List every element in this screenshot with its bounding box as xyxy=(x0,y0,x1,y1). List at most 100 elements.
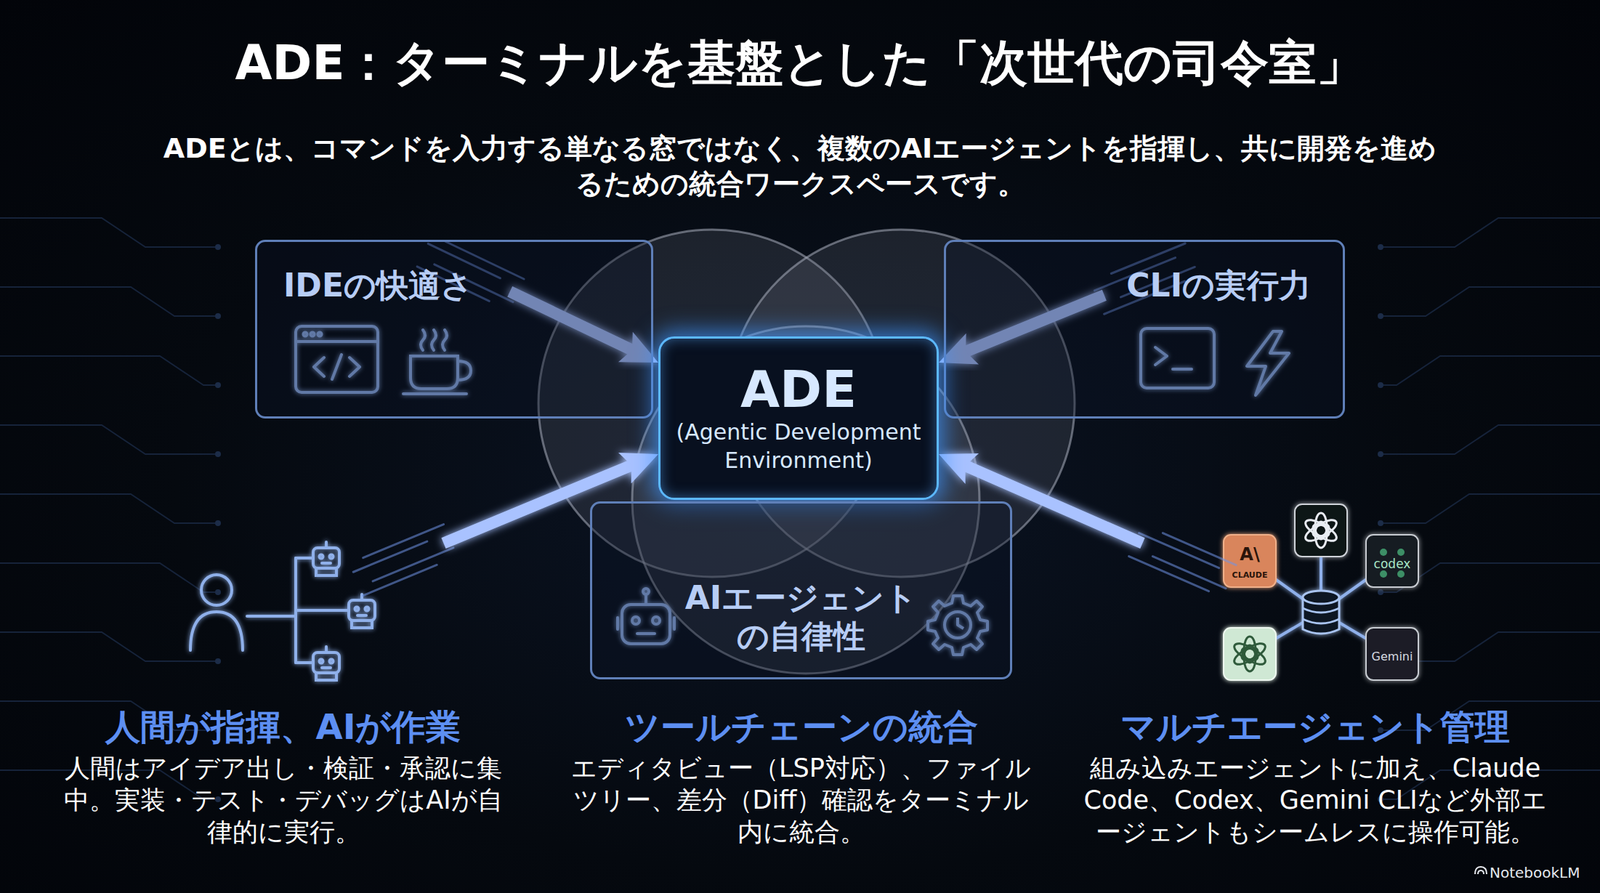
section-heading: ツールチェーンの統合 xyxy=(563,704,1040,749)
agent-cluster-icon xyxy=(1223,504,1419,681)
section-body: 組み込みエージェントに加え、Claude Code、Codex、Gemini C… xyxy=(1079,752,1552,848)
human-ai-icon xyxy=(313,652,340,673)
agent-cluster-icon xyxy=(1302,608,1340,613)
logo-text: CLAUDE xyxy=(1232,570,1268,581)
logo-text: codex xyxy=(1374,555,1412,572)
notebooklm-mark xyxy=(1475,866,1487,875)
circuit-texture xyxy=(1380,425,1600,455)
circuit-texture xyxy=(1377,451,1384,458)
agent-cluster-icon xyxy=(1366,627,1419,681)
human-ai-icon xyxy=(365,607,370,612)
circuit-texture xyxy=(1377,520,1384,527)
circuit-texture xyxy=(0,563,218,593)
section-heading: 人間が指揮、AIが作業 xyxy=(58,704,509,749)
motion-streak xyxy=(1139,533,1220,569)
agent-cluster-icon xyxy=(1366,534,1419,588)
feature-column: ツールチェーンの統合エディタビュー（LSP対応）、ファイルツリー、差分（Diff… xyxy=(559,701,1043,851)
box-subtitle: (Agentic Development Environment) xyxy=(673,417,924,475)
circuit-texture xyxy=(1380,217,1600,248)
human-ai-icon xyxy=(190,611,243,651)
agent-cluster-icon xyxy=(1223,534,1276,588)
human-ai-icon xyxy=(316,568,337,576)
agent-cluster-icon xyxy=(1294,504,1348,557)
human-ai-icon xyxy=(329,659,334,664)
slide-title: ADE：ターミナルを基盤とした「次世代の司令室」 xyxy=(0,30,1600,96)
notebooklm-mark xyxy=(1475,866,1487,875)
human-ai-icon xyxy=(321,666,331,670)
human-ai-icon xyxy=(247,614,296,618)
box-label: ADE xyxy=(740,361,857,418)
human-ai-icon xyxy=(324,542,328,548)
motion-streaks xyxy=(1129,533,1237,592)
subtitle: ADEとは、コマンドを入力する単なる窓ではなく、複数のAIエージェントを指揮し、… xyxy=(160,130,1440,203)
agent-cluster-icon xyxy=(1231,640,1260,664)
human-ai-icon xyxy=(348,600,375,621)
logo-text: Gemini xyxy=(1371,649,1414,665)
circuit-texture xyxy=(0,287,218,317)
circuit-texture xyxy=(1380,356,1600,386)
circuit-texture xyxy=(1377,589,1384,596)
agent-cluster-icon xyxy=(1302,516,1332,540)
agent-cluster-icon xyxy=(1397,570,1405,578)
circuit-texture xyxy=(215,520,221,527)
circuit-texture xyxy=(215,244,221,250)
feature-box: AIエージェントの自律性 xyxy=(590,501,1013,680)
circuit-texture xyxy=(0,217,218,248)
circuit-texture xyxy=(1377,313,1384,319)
human-ai-icon xyxy=(351,620,373,628)
motion-streak xyxy=(1129,556,1210,592)
box-label: CLIの実行力 xyxy=(978,266,1311,306)
agent-cluster-icon xyxy=(1379,548,1388,556)
section-heading: マルチエージェント管理 xyxy=(1079,704,1552,749)
circuit-texture xyxy=(1380,494,1600,524)
motion-streak xyxy=(372,547,454,582)
agent-cluster-icon xyxy=(1223,627,1276,681)
human-ai-icon xyxy=(295,661,313,665)
agent-cluster-icon xyxy=(1397,548,1405,556)
human-ai-icon xyxy=(321,561,331,565)
human-ai-icon xyxy=(329,555,334,559)
human-ai-icon xyxy=(201,574,232,606)
motion-streak xyxy=(1152,556,1226,589)
human-ai-icon xyxy=(295,608,348,612)
agent-cluster-icon xyxy=(1302,619,1340,624)
feature-box: IDEの快適さ xyxy=(255,239,654,419)
circuit-texture xyxy=(1377,244,1384,250)
core-box: ADE(Agentic Development Environment) xyxy=(658,336,939,500)
circuit-texture xyxy=(215,451,221,458)
box-label: IDEの快適さ xyxy=(283,266,625,306)
circuit-texture xyxy=(215,589,221,596)
feature-box: CLIの実行力 xyxy=(943,239,1345,419)
feature-column: 人間が指揮、AIが作業人間はアイデア出し・検証・承認に集中。実装・テスト・デバッ… xyxy=(54,530,513,851)
human-ai-icon xyxy=(316,672,337,681)
agent-cluster-icon xyxy=(1302,590,1340,604)
motion-streak xyxy=(363,524,444,559)
agent-cluster-icon xyxy=(1231,636,1268,672)
motion-streak xyxy=(363,564,438,596)
human-ai-icon xyxy=(295,556,313,560)
human-ai-icon xyxy=(319,659,324,664)
human-ai-icon xyxy=(313,542,340,576)
box-label: AIエージェントの自律性 xyxy=(684,579,919,657)
logo-text: A\ xyxy=(1239,543,1260,567)
section-body: エディタビュー（LSP対応）、ファイルツリー、差分（Diff）確認をターミナル内… xyxy=(568,752,1034,848)
agent-cluster-icon xyxy=(1302,590,1340,634)
human-ai-icon xyxy=(313,547,340,569)
circuit-texture xyxy=(0,356,218,386)
motion-streaks xyxy=(353,524,454,596)
agent-cluster-icon xyxy=(1302,512,1340,548)
human-ai-icon xyxy=(324,646,328,653)
circuit-texture xyxy=(1377,382,1384,389)
circuit-texture xyxy=(215,382,221,389)
human-ai-icon xyxy=(190,542,375,681)
agent-cluster-icon xyxy=(1379,570,1388,578)
human-ai-icon xyxy=(313,646,340,681)
human-ai-icon xyxy=(357,613,367,617)
agent-cluster-icon xyxy=(1231,644,1260,668)
feature-column: マルチエージェント管理組み込みエージェントに加え、Claude Code、Cod… xyxy=(1075,530,1555,851)
motion-streak xyxy=(353,541,428,572)
human-ai-icon xyxy=(319,555,324,559)
circuit-texture xyxy=(0,494,218,524)
notebooklm-mark xyxy=(1477,870,1484,875)
human-ai-icon xyxy=(355,607,359,612)
